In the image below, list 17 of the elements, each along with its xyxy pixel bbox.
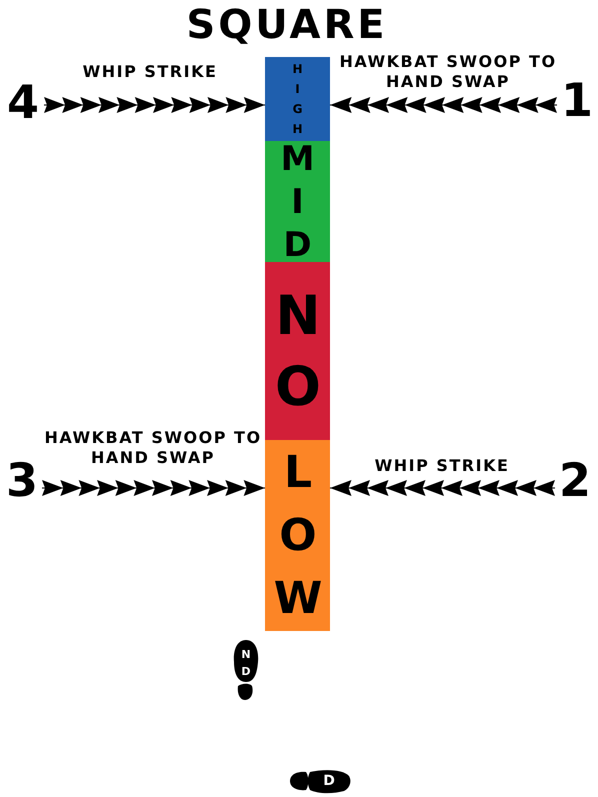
chevron-arrow [42, 480, 266, 496]
foot-label: D [323, 774, 335, 788]
foot-label: ND [240, 647, 252, 682]
step-number: 3 [2, 458, 42, 502]
zone-band [265, 440, 330, 631]
zone-band [265, 262, 330, 440]
chevron-arrow [330, 97, 558, 113]
zone-label: NO [270, 283, 324, 426]
zone-band [265, 141, 330, 262]
title: SQUARE [186, 2, 388, 48]
step-number: 1 [557, 78, 597, 122]
zone-label: LOW [276, 446, 320, 636]
zone-band [265, 57, 330, 141]
step-number: 2 [555, 458, 595, 502]
chevron-arrow [44, 97, 266, 113]
step-number: 4 [2, 80, 44, 124]
chevron-arrow [330, 480, 556, 496]
